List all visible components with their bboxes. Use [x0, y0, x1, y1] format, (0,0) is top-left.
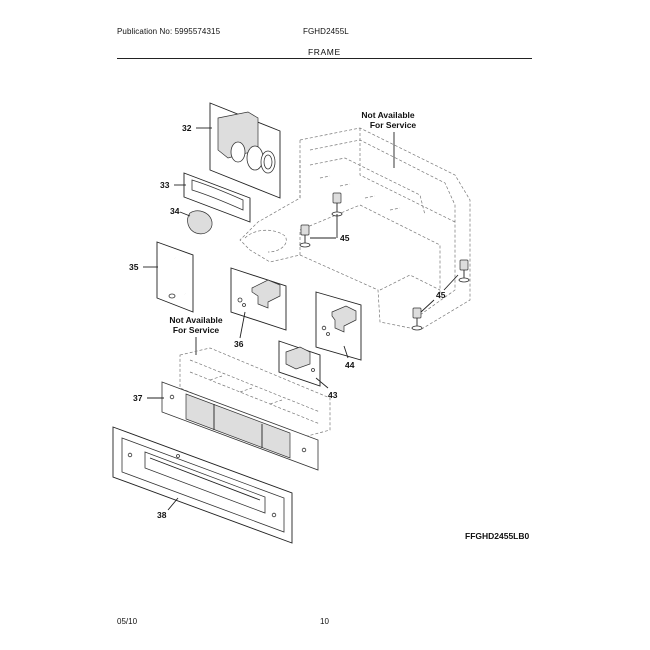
part-45-feet: [299, 192, 470, 331]
callout-32: 32: [182, 123, 192, 133]
not-available-note-mid-line1: Not Available: [169, 315, 222, 325]
callout-45-left: 45: [340, 233, 350, 243]
part-36-screw-b: [242, 303, 246, 307]
part-43-clip: [285, 346, 311, 370]
leveling-foot-3: [458, 259, 470, 283]
callout-37: 37: [133, 393, 143, 403]
callout-45-right: 45: [436, 290, 446, 300]
leveling-foot-2: [299, 224, 311, 248]
not-available-note-mid-line2: For Service: [173, 325, 220, 335]
diagram-code: FFGHD2455LB0: [465, 531, 530, 541]
part-43-group: [278, 340, 329, 389]
part-45-leader-right-b: [443, 274, 459, 291]
part-36-bracket: [251, 279, 281, 309]
part-44-group: [315, 291, 362, 361]
part-43-screw: [311, 368, 315, 372]
callout-38: 38: [157, 510, 167, 520]
part-34-group: [179, 210, 213, 235]
footer-date: 05/10: [117, 617, 138, 626]
part-44-screw-a: [321, 325, 327, 331]
leveling-foot-4: [411, 307, 423, 331]
publication-number: Publication No: 5995574315: [117, 27, 221, 36]
part-38-group: [112, 426, 293, 544]
part-35-group: [143, 241, 194, 313]
part-35-box: [156, 241, 194, 313]
part-33-gasket: [191, 179, 244, 211]
part-44-screw-b: [326, 332, 330, 336]
part-36-group: [230, 267, 287, 339]
part-32-seal: [230, 141, 246, 163]
not-available-note-top-line1: Not Available: [361, 110, 414, 120]
header-rule: [117, 58, 532, 59]
model-number: FGHD2455L: [303, 27, 349, 36]
part-37-group: [147, 381, 319, 471]
main-frame-assembly: [239, 127, 471, 331]
section-title: FRAME: [308, 47, 341, 57]
kick-rail-assembly: [179, 347, 331, 439]
part-35-clamp: [168, 293, 176, 299]
part-44-box: [315, 291, 362, 361]
callout-36: 36: [234, 339, 244, 349]
part-32-group: [196, 102, 281, 199]
part-43-leader: [315, 377, 329, 389]
footer-page-number: 10: [320, 617, 329, 626]
callout-34: 34: [170, 206, 180, 216]
callout-43: 43: [328, 390, 338, 400]
part-34-leader: [179, 211, 191, 217]
callout-33: 33: [160, 180, 170, 190]
callout-35: 35: [129, 262, 139, 272]
part-37-recess: [185, 393, 291, 459]
part-45-leader-right-a: [420, 299, 435, 313]
part-36-leader: [239, 311, 246, 339]
part-44-bracket: [331, 305, 357, 333]
part-32-ring-hole: [263, 154, 273, 170]
part-44-leader: [343, 345, 349, 359]
part-38-leader: [167, 497, 179, 511]
part-38-box: [112, 426, 293, 544]
part-32-ring-outer: [246, 145, 264, 171]
callout-44: 44: [345, 360, 355, 370]
leveling-foot-1: [331, 192, 343, 217]
part-33-group: [174, 172, 251, 223]
part-34-fitting: [187, 210, 213, 235]
part-36-screw-a: [237, 297, 243, 303]
part-33-box: [183, 172, 251, 223]
not-available-note-top-line2: For Service: [370, 120, 417, 130]
